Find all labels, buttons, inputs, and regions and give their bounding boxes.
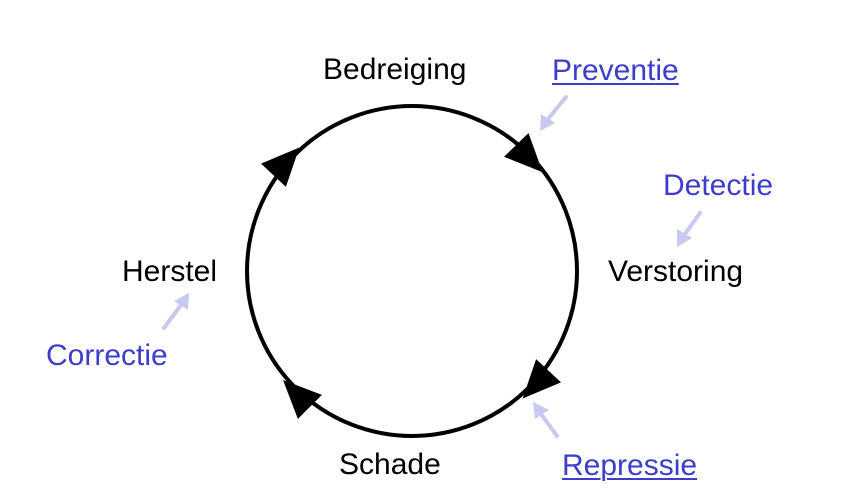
measure-link-repressie[interactable]: Repressie — [562, 449, 698, 482]
cycle-circle — [245, 104, 579, 438]
pointer-arrow-repressie — [533, 402, 559, 438]
stage-label-bedreiging: Bedreiging — [323, 53, 467, 86]
pointer-arrow-detectie — [677, 211, 702, 247]
arrowhead-top-right — [504, 133, 543, 173]
stage-label-schade: Schade — [339, 448, 441, 481]
arrowhead-bottom-right — [522, 359, 561, 399]
pointer-arrow-preventie — [540, 95, 568, 131]
arrowhead-top-left — [261, 147, 300, 187]
measure-label-detectie: Detectie — [663, 169, 774, 202]
pointer-arrow-correctie — [162, 293, 189, 330]
arrowhead-bottom-left — [283, 380, 322, 419]
stage-label-herstel: Herstel — [122, 255, 218, 288]
measure-label-correctie: Correctie — [46, 339, 168, 372]
stage-label-verstoring: Verstoring — [608, 255, 744, 288]
measure-link-preventie[interactable]: Preventie — [552, 54, 679, 87]
